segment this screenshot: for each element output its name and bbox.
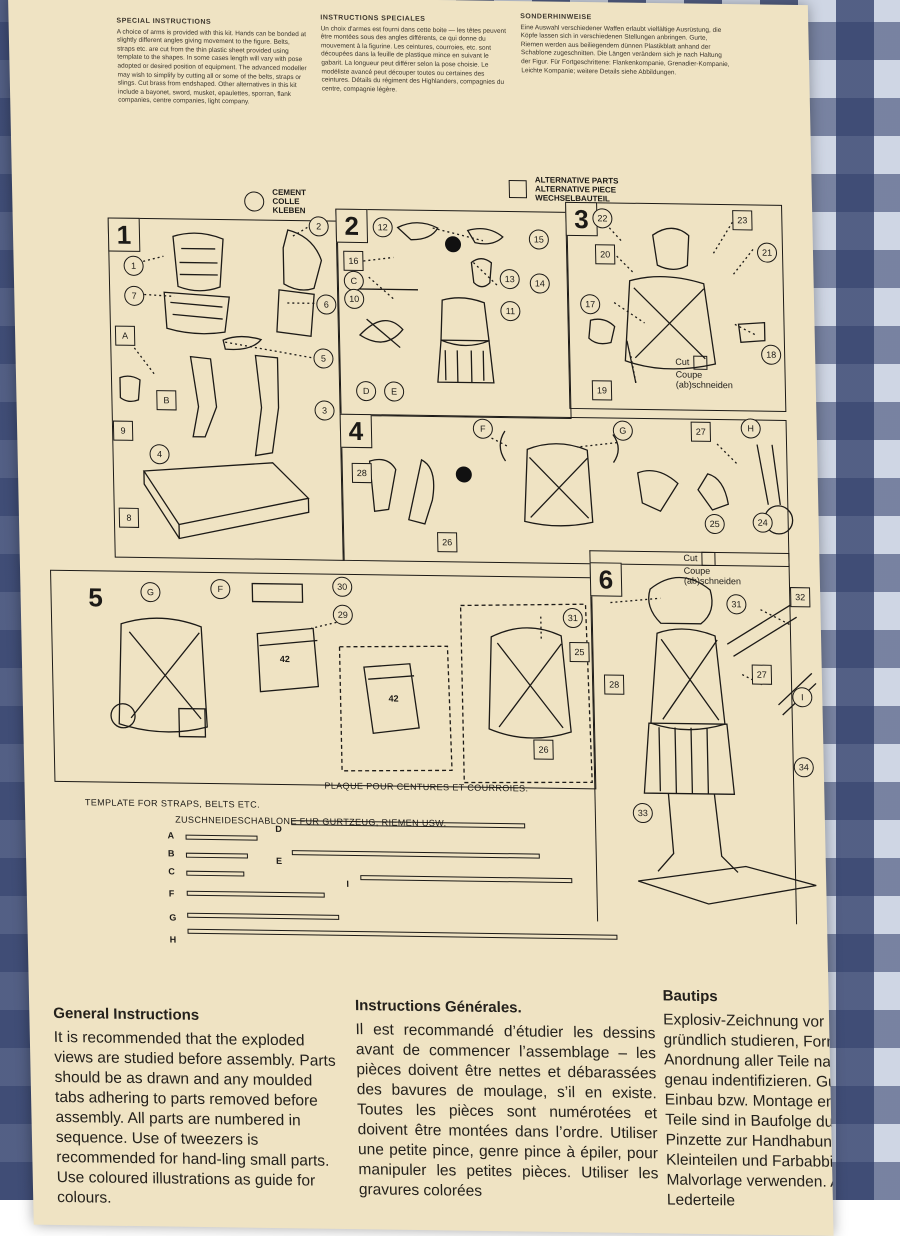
part-1: 1 bbox=[123, 255, 144, 276]
part-G-step5: G bbox=[140, 581, 161, 603]
part-9: 9 bbox=[112, 420, 134, 441]
part-2: 2 bbox=[308, 216, 329, 237]
part-7: 7 bbox=[124, 285, 145, 306]
part-G-step4: G bbox=[612, 420, 634, 441]
general-body-fr: Il est recommandé d’étudier les dessins … bbox=[355, 1021, 659, 1200]
crate-label: 42 bbox=[279, 653, 290, 665]
template-letter-C: C bbox=[168, 866, 175, 877]
cut-box-icon-2 bbox=[701, 551, 716, 567]
part-18: 18 bbox=[760, 344, 782, 365]
part-30: 30 bbox=[332, 576, 353, 597]
step-3-parts bbox=[588, 227, 766, 383]
dotted-guide-lines bbox=[124, 219, 792, 686]
general-body-de: Explosiv-Zeichnung vor Baubeginn gründli… bbox=[662, 1011, 834, 1210]
template-strip-A bbox=[185, 834, 258, 841]
crate-label-alt: 42 bbox=[388, 693, 399, 704]
part-I: I bbox=[792, 687, 813, 708]
part-29: 29 bbox=[332, 604, 354, 625]
step-1-parts bbox=[119, 229, 323, 540]
part-28-step6: 28 bbox=[603, 674, 625, 695]
part-E: E bbox=[383, 381, 405, 402]
step-4-parts bbox=[368, 430, 794, 535]
cut-label-step3: Cut Coupe (ab)schneiden bbox=[675, 355, 733, 390]
part-A: A bbox=[114, 325, 136, 346]
part-26-step4: 26 bbox=[437, 532, 458, 553]
part-H: H bbox=[740, 418, 761, 439]
template-letter-I: I bbox=[346, 878, 350, 889]
cut-de: (ab)schneiden bbox=[675, 379, 733, 391]
part-3: 3 bbox=[314, 400, 335, 421]
template-strip-C bbox=[186, 870, 245, 877]
part-22: 22 bbox=[592, 208, 613, 229]
step-2-parts bbox=[351, 222, 504, 384]
part-15: 15 bbox=[528, 229, 550, 250]
part-26-step5: 26 bbox=[533, 739, 554, 760]
part-28-step4: 28 bbox=[351, 462, 373, 484]
part-B: B bbox=[156, 390, 177, 411]
template-letter-G: G bbox=[169, 912, 177, 923]
general-title-en: General Instructions bbox=[53, 1004, 200, 1024]
cut-box-icon bbox=[693, 355, 708, 370]
part-24: 24 bbox=[752, 512, 773, 533]
part-F-step5: F bbox=[210, 578, 231, 600]
part-11: 11 bbox=[500, 300, 521, 322]
part-33: 33 bbox=[632, 802, 654, 824]
template-letter-B: B bbox=[167, 848, 175, 859]
cut-de-2: (ab)schneiden bbox=[683, 575, 742, 587]
part-31-step6: 31 bbox=[726, 594, 747, 615]
part-12: 12 bbox=[372, 217, 393, 238]
template-strip-B bbox=[185, 852, 248, 859]
part-13: 13 bbox=[499, 268, 520, 290]
part-31-step5: 31 bbox=[562, 607, 583, 629]
step-6-parts bbox=[638, 576, 817, 905]
template-letter-F: F bbox=[168, 888, 175, 899]
template-letter-D: D bbox=[275, 823, 282, 835]
part-19: 19 bbox=[591, 380, 613, 401]
cut-label-step6: Cut Coupe (ab)schneiden bbox=[683, 551, 742, 587]
part-16: 16 bbox=[343, 250, 364, 272]
part-F-step4: F bbox=[472, 418, 494, 439]
cut-fr: Coupe bbox=[675, 369, 703, 380]
assembly-illustrations bbox=[110, 219, 817, 905]
part-32: 32 bbox=[790, 587, 811, 608]
part-10: 10 bbox=[344, 288, 365, 310]
part-20: 20 bbox=[594, 244, 616, 265]
step-5-parts bbox=[110, 582, 593, 784]
part-27-step6: 27 bbox=[751, 664, 773, 685]
template-letter-E: E bbox=[275, 855, 283, 867]
template-letter-H: H bbox=[169, 934, 177, 945]
part-23: 23 bbox=[732, 210, 753, 231]
template-letter-A: A bbox=[167, 830, 175, 841]
general-instructions-fr: Instructions Générales. Il est recommand… bbox=[355, 997, 659, 1204]
part-8: 8 bbox=[118, 507, 140, 528]
part-34: 34 bbox=[793, 757, 814, 778]
cut-en: Cut bbox=[675, 356, 690, 367]
part-17: 17 bbox=[579, 294, 601, 315]
part-25-step4: 25 bbox=[704, 513, 725, 535]
part-14: 14 bbox=[529, 273, 550, 294]
part-21: 21 bbox=[756, 242, 778, 263]
part-6: 6 bbox=[316, 294, 337, 315]
general-instructions-de: Bautips Explosiv-Zeichnung vor Baubeginn… bbox=[662, 987, 833, 1214]
part-4: 4 bbox=[149, 444, 170, 465]
general-title-fr: Instructions Générales. bbox=[354, 997, 522, 1017]
general-body-en: It is recommended that the exploded view… bbox=[53, 1028, 336, 1207]
cut-en-2: Cut bbox=[683, 552, 698, 564]
general-title-de: Bautips bbox=[662, 987, 718, 1006]
part-D: D bbox=[355, 380, 377, 402]
part-5: 5 bbox=[313, 348, 334, 369]
cut-fr-2: Coupe bbox=[683, 565, 711, 576]
part-27-step4: 27 bbox=[690, 421, 712, 442]
part-25-step5: 25 bbox=[569, 641, 590, 663]
general-instructions-en: General Instructions It is recommended t… bbox=[53, 1005, 339, 1212]
instruction-sheet: SPECIAL INSTRUCTIONS A choice of arms is… bbox=[8, 0, 834, 1236]
